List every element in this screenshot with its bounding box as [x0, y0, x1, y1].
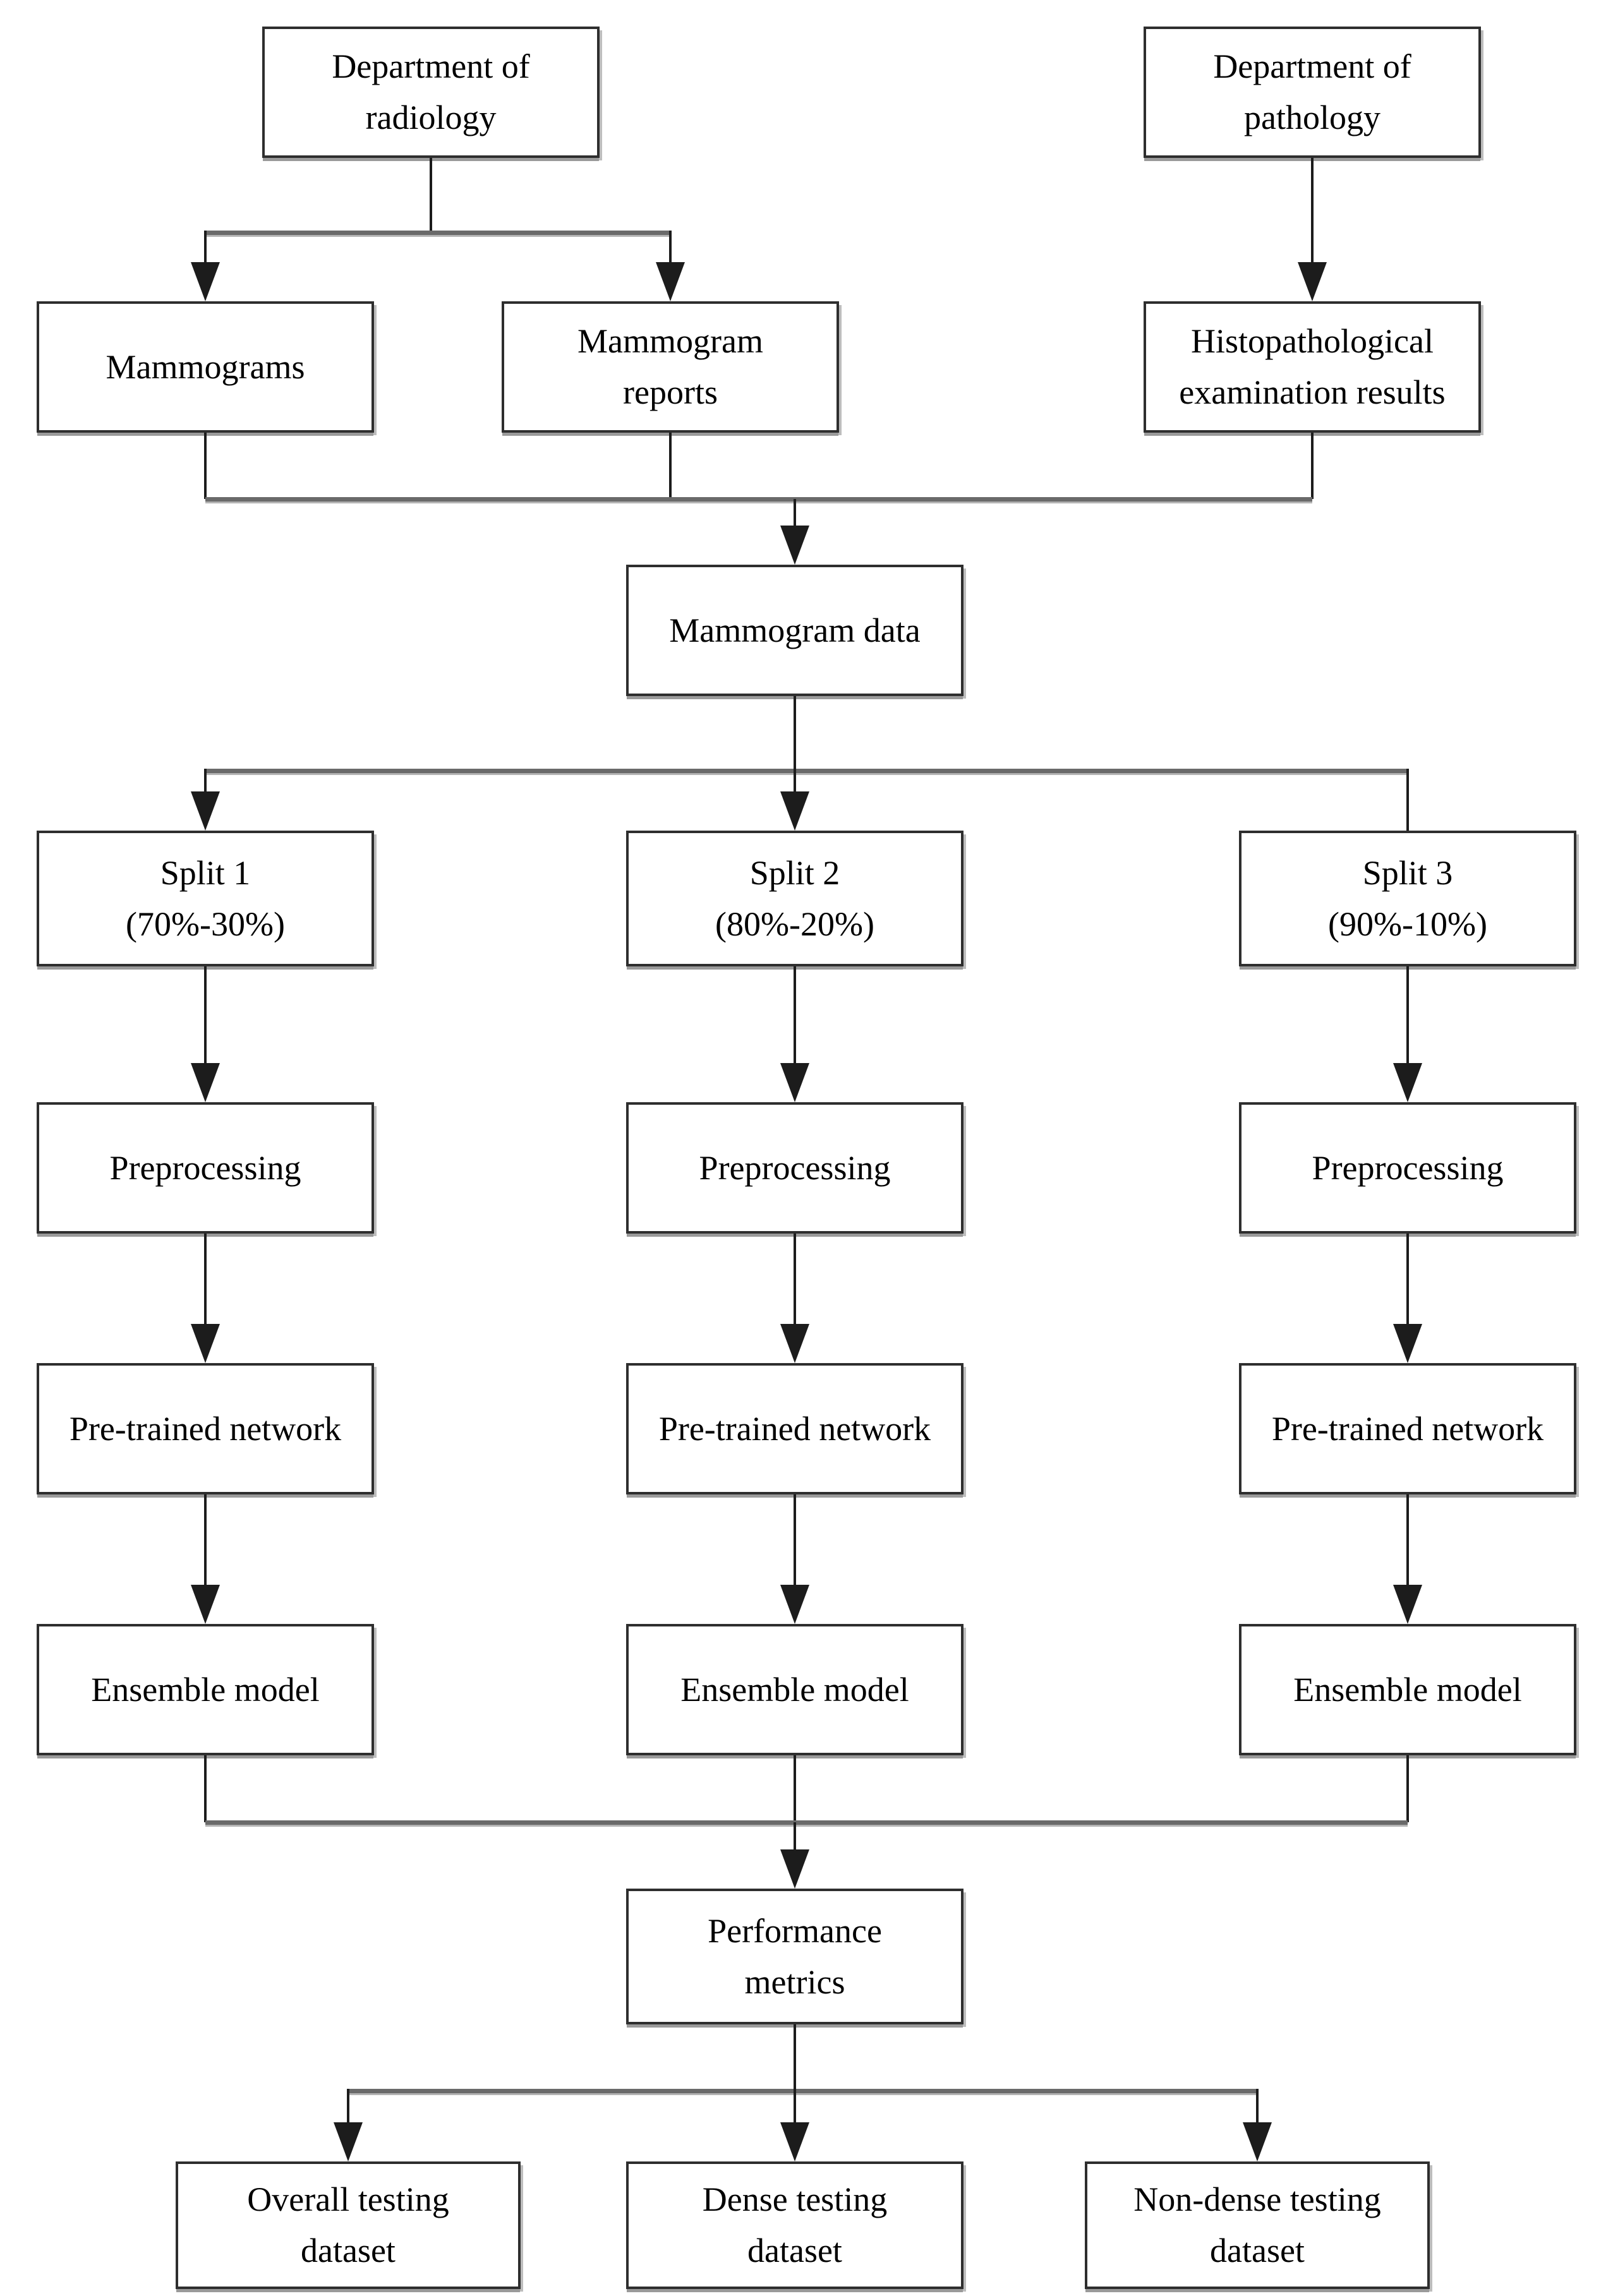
- arrowhead-pretrained-3: [1393, 1324, 1422, 1363]
- node-pretrained-network-3: Pre-trained network: [1239, 1363, 1576, 1494]
- node-department-of-pathology: Department of pathology: [1144, 27, 1481, 158]
- node-histopathological-examination-results: Histopathological examination results: [1144, 301, 1481, 433]
- node-dense-testing-dataset: Dense testing dataset: [626, 2161, 964, 2289]
- arrowhead-to-nondense-testing: [1243, 2122, 1272, 2161]
- connector-pretrained3-ensemble: [1406, 1494, 1409, 1586]
- connector-radiology-branch-bar: [205, 231, 670, 235]
- arrowhead-preprocessing-2: [780, 1063, 809, 1102]
- connector-split2-preprocessing: [794, 966, 796, 1064]
- node-mammogram-reports: Mammogram reports: [502, 301, 839, 433]
- connector-ensemble1-down: [204, 1755, 207, 1822]
- node-label: Ensemble model: [680, 1670, 909, 1709]
- connector-ensemble-collector-bar: [205, 1820, 1408, 1825]
- node-label: Pre-trained network: [658, 1409, 931, 1448]
- arrowhead-to-split-2: [780, 791, 809, 831]
- connector-preprocessing2-pretrained: [794, 1234, 796, 1325]
- node-label: Histopathological examination results: [1179, 322, 1446, 411]
- connector-to-split-3: [1406, 769, 1409, 831]
- node-label: Non-dense testing dataset: [1133, 2180, 1381, 2269]
- arrowhead-to-mammogram-data: [780, 526, 809, 565]
- node-preprocessing-2: Preprocessing: [626, 1102, 964, 1234]
- arrowhead-to-split-1: [191, 791, 220, 831]
- node-mammograms: Mammograms: [37, 301, 374, 433]
- connector-mammograms-down: [204, 433, 207, 499]
- node-label: Preprocessing: [109, 1148, 301, 1187]
- connector-pathology-stem: [1311, 158, 1314, 263]
- connector-performance-down: [794, 2024, 796, 2091]
- arrowhead-preprocessing-1: [191, 1063, 220, 1102]
- node-overall-testing-dataset: Overall testing dataset: [176, 2161, 521, 2289]
- connector-to-split-2: [794, 769, 796, 794]
- connector-radiology-stem: [430, 158, 432, 232]
- node-pretrained-network-1: Pre-trained network: [37, 1363, 374, 1494]
- arrowhead-pretrained-2: [780, 1324, 809, 1363]
- connector-to-split-1: [204, 769, 207, 794]
- arrowhead-to-dense-testing: [780, 2122, 809, 2161]
- connector-pretrained2-ensemble: [794, 1494, 796, 1586]
- node-split-1: Split 1 (70%-30%): [37, 831, 374, 966]
- node-label: Department of radiology: [332, 47, 530, 136]
- connector-to-mammogram-data: [794, 499, 796, 527]
- node-label: Mammogram reports: [577, 322, 763, 411]
- connector-to-overall-testing: [347, 2089, 349, 2125]
- node-split-3: Split 3 (90%-10%): [1239, 831, 1576, 966]
- node-label: Dense testing dataset: [702, 2180, 888, 2269]
- node-label: Split 3 (90%-10%): [1328, 853, 1487, 943]
- node-label: Ensemble model: [1293, 1670, 1522, 1709]
- node-preprocessing-1: Preprocessing: [37, 1102, 374, 1234]
- connector-pretrained1-ensemble: [204, 1494, 207, 1586]
- connector-to-performance-metrics: [794, 1822, 796, 1853]
- arrowhead-to-mammogram-reports: [656, 262, 685, 301]
- node-label: Split 2 (80%-20%): [715, 853, 874, 943]
- connector-to-dense-testing: [794, 2089, 796, 2125]
- node-label: Split 1 (70%-30%): [126, 853, 285, 943]
- connector-collector-bar: [205, 497, 1312, 502]
- node-ensemble-model-2: Ensemble model: [626, 1624, 964, 1755]
- node-mammogram-data: Mammogram data: [626, 565, 964, 696]
- node-split-2: Split 2 (80%-20%): [626, 831, 964, 966]
- node-label: Ensemble model: [91, 1670, 320, 1709]
- arrowhead-preprocessing-3: [1393, 1063, 1422, 1102]
- node-ensemble-model-3: Ensemble model: [1239, 1624, 1576, 1755]
- arrowhead-ensemble-2: [780, 1585, 809, 1624]
- connector-split1-preprocessing: [204, 966, 207, 1064]
- node-label: Mammograms: [106, 347, 305, 386]
- connector-dataset-distributor-bar: [348, 2089, 1257, 2093]
- node-pretrained-network-2: Pre-trained network: [626, 1363, 964, 1494]
- connector-preprocessing3-pretrained: [1406, 1234, 1409, 1325]
- node-label: Mammogram data: [669, 611, 921, 649]
- node-nondense-testing-dataset: Non-dense testing dataset: [1085, 2161, 1430, 2289]
- arrowhead-to-performance-metrics: [780, 1849, 809, 1889]
- arrowhead-ensemble-3: [1393, 1585, 1422, 1624]
- connector-split3-preprocessing: [1406, 966, 1409, 1064]
- node-label: Pre-trained network: [69, 1409, 342, 1448]
- node-label: Preprocessing: [699, 1148, 891, 1187]
- node-ensemble-model-1: Ensemble model: [37, 1624, 374, 1755]
- node-label: Department of pathology: [1213, 47, 1411, 136]
- connector-reports-down: [669, 433, 672, 499]
- node-label: Overall testing dataset: [247, 2180, 449, 2269]
- connector-to-nondense-testing: [1256, 2089, 1259, 2125]
- arrowhead-ensemble-1: [191, 1585, 220, 1624]
- arrowhead-to-overall-testing: [334, 2122, 363, 2161]
- connector-histopathology-down: [1311, 433, 1314, 499]
- node-performance-metrics: Performance metrics: [626, 1889, 964, 2024]
- connector-to-mammogram-reports: [669, 231, 672, 263]
- connector-preprocessing1-pretrained: [204, 1234, 207, 1325]
- node-preprocessing-3: Preprocessing: [1239, 1102, 1576, 1234]
- node-label: Performance metrics: [708, 1911, 882, 2001]
- node-label: Preprocessing: [1312, 1148, 1504, 1187]
- connector-to-mammograms: [204, 231, 207, 263]
- node-label: Pre-trained network: [1271, 1409, 1544, 1448]
- arrowhead-pretrained-1: [191, 1324, 220, 1363]
- connector-ensemble2-down: [794, 1755, 796, 1822]
- connector-mammogram-data-down: [794, 696, 796, 772]
- connector-ensemble3-down: [1406, 1755, 1409, 1822]
- node-department-of-radiology: Department of radiology: [262, 27, 600, 158]
- arrowhead-to-histopathology: [1298, 262, 1327, 301]
- arrowhead-to-mammograms: [191, 262, 220, 301]
- connector-split-distributor-bar: [205, 769, 1408, 773]
